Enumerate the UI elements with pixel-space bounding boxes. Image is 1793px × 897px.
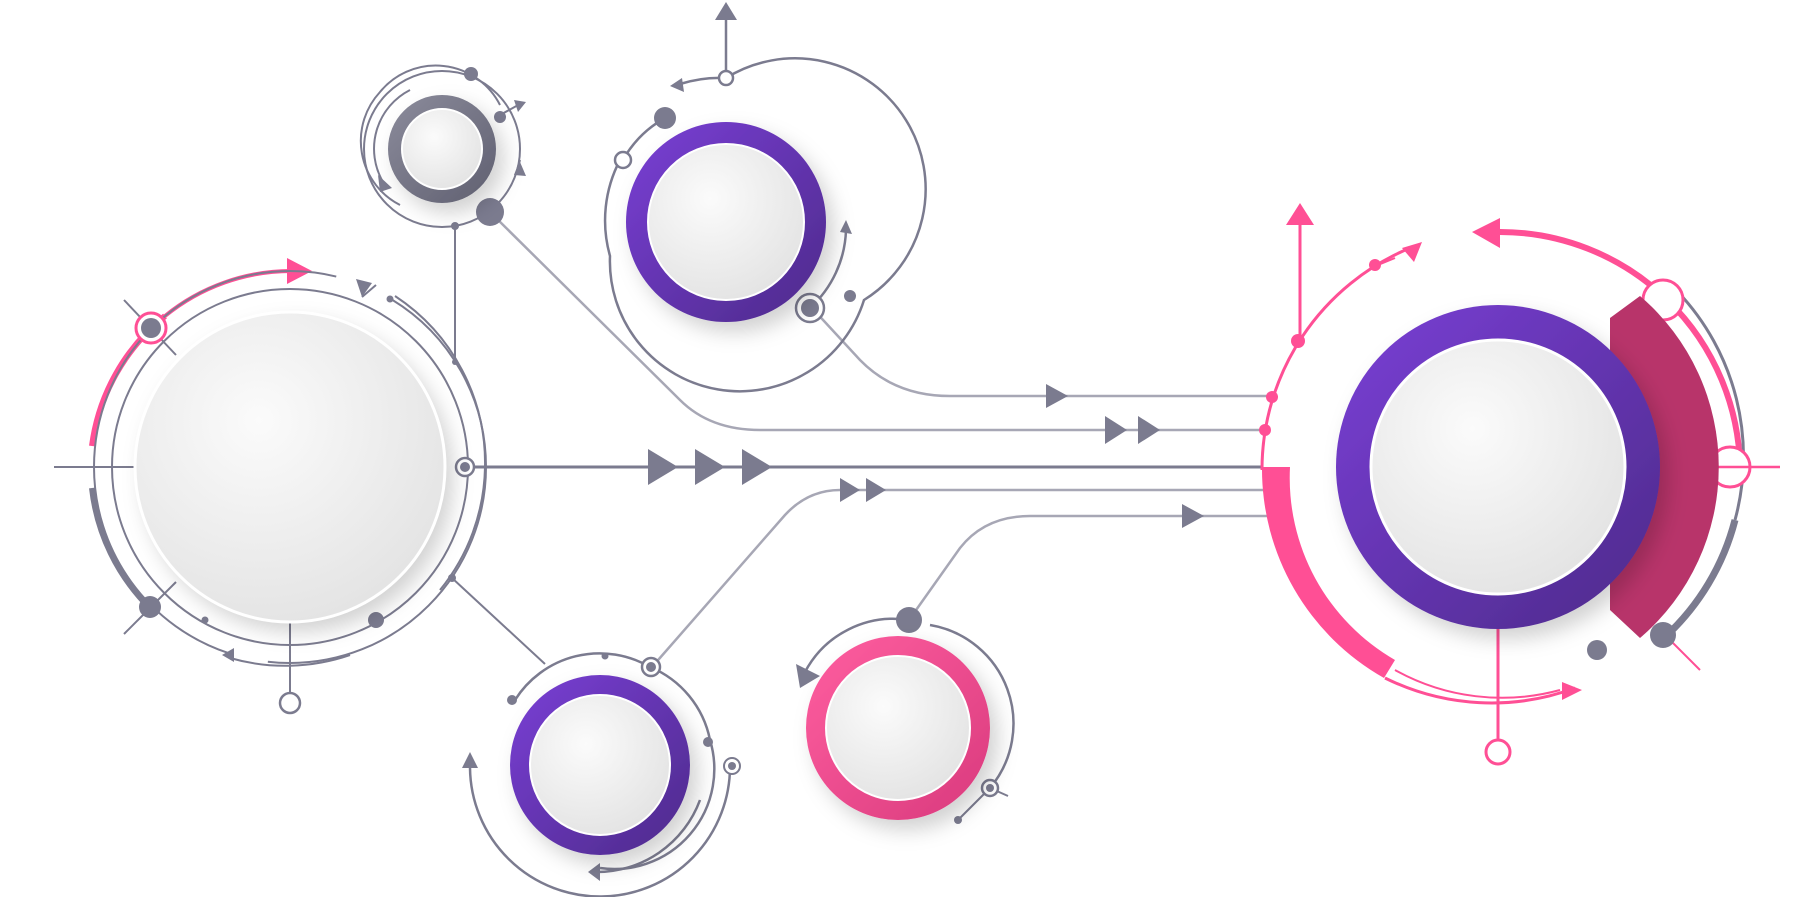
- arrow-icon: [1402, 242, 1422, 262]
- arrow-up-icon: [715, 2, 737, 20]
- node-right-large: [1259, 203, 1780, 766]
- arrow-icon: [1182, 504, 1204, 528]
- arrow-up-icon: [1286, 203, 1314, 225]
- node-bottom-pink: [796, 607, 1015, 824]
- arrow-icon: [1046, 384, 1068, 408]
- connector-bottom-purple: [651, 478, 1268, 668]
- arrow-icon: [670, 78, 684, 92]
- arrow-icon: [1562, 682, 1582, 700]
- arrow-icon: [840, 478, 860, 502]
- arrow-icon: [648, 449, 678, 485]
- arrow-icon: [1105, 416, 1127, 444]
- arrow-icon: [462, 752, 478, 768]
- connector-top-diagonal: [489, 211, 1265, 444]
- connector-top-purple: [811, 307, 1270, 408]
- arrow-icon: [514, 162, 526, 176]
- arrow-icon: [796, 664, 820, 688]
- arrow-icon: [695, 449, 725, 485]
- arrow-icon: [866, 478, 886, 502]
- arrow-icon: [742, 449, 772, 485]
- arrow-icon: [1138, 416, 1160, 444]
- connector-main-horizontal: [470, 449, 1262, 485]
- node-top-purple: [603, 2, 927, 393]
- arrow-icon: [514, 100, 526, 112]
- node-top-small: [359, 64, 526, 228]
- arrow-icon: [356, 279, 372, 297]
- arrow-icon: [378, 175, 392, 192]
- connector-bottom-pink: [907, 504, 1268, 621]
- node-bottom-purple: [462, 652, 741, 897]
- arrow-icon: [588, 863, 600, 881]
- arrow-left-icon: [1472, 218, 1500, 248]
- arrow-icon: [222, 648, 234, 662]
- connectors: [448, 211, 1270, 668]
- node-left-large: [54, 258, 487, 715]
- arrow-icon: [840, 220, 852, 234]
